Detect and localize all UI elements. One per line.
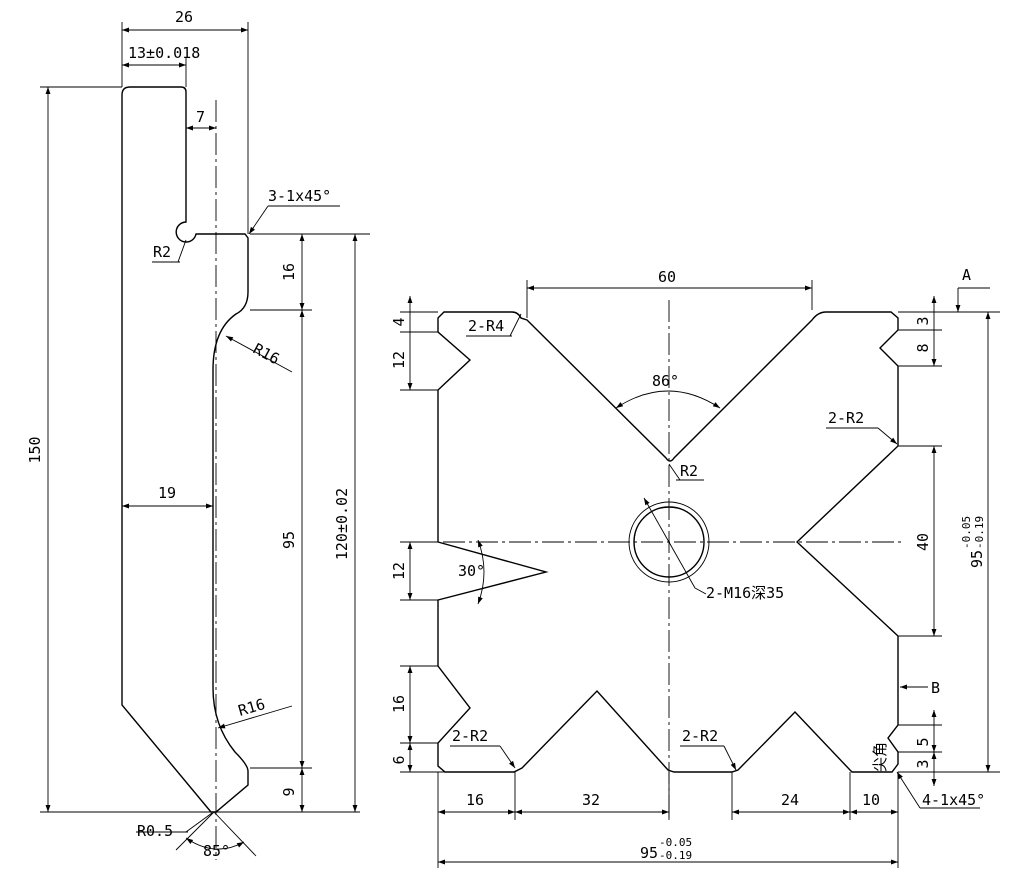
overall-95-lower: -0.19 — [659, 849, 692, 862]
dim-24: 24 — [781, 791, 799, 809]
dim-13: 13±0.018 — [128, 44, 200, 62]
datum-a: A — [962, 266, 971, 284]
dim-95-right: 95 — [968, 550, 986, 568]
dim-10: 10 — [862, 791, 880, 809]
dim-32: 32 — [582, 791, 600, 809]
overall-95: 95 — [640, 844, 658, 862]
dim-26: 26 — [175, 8, 193, 26]
die-outline — [437, 311, 899, 773]
radius-2r2-bottom-mid: 2-R2 — [682, 727, 718, 745]
angle-86: 86° — [652, 372, 679, 390]
angle-85: 85° — [203, 842, 230, 860]
chamfer-callout: 3-1x45° — [268, 187, 331, 205]
tapped-hole-inner — [633, 506, 705, 578]
overall-95-upper: -0.05 — [659, 836, 692, 849]
right-view: 2-M16深35 60 A 2-R4 4 12 3 8 86° — [390, 266, 1000, 868]
radius-2r4: 2-R4 — [468, 317, 504, 335]
dim-150: 150 — [26, 436, 44, 463]
dim-4: 4 — [390, 317, 408, 326]
radius-2r2-right: 2-R2 — [828, 409, 864, 427]
radius-2r2-bottom-left: 2-R2 — [452, 727, 488, 745]
dim-12-top: 12 — [390, 351, 408, 369]
dim-5: 5 — [914, 737, 932, 746]
dim-95: 95 — [280, 531, 298, 549]
dim-16-left: 16 — [390, 695, 408, 713]
left-view: 26 13±0.018 7 3-1x45° R2 16 R16 150 19 — [26, 8, 370, 860]
radius-r2-vee: R2 — [680, 462, 698, 480]
sharp-corner-note: 尖角 — [871, 742, 889, 772]
dim-120: 120±0.02 — [333, 488, 351, 560]
dim-9: 9 — [280, 787, 298, 796]
dim-19: 19 — [158, 484, 176, 502]
radius-r16-bottom: R16 — [236, 695, 267, 720]
dim-3-top: 3 — [914, 316, 932, 325]
dim-6: 6 — [390, 755, 408, 764]
dim-7: 7 — [196, 108, 205, 126]
punch-outline — [121, 86, 249, 813]
thread-callout: 2-M16深35 — [706, 584, 784, 602]
angle-30: 30° — [458, 562, 485, 580]
dim-3-bottom: 3 — [914, 759, 932, 768]
dim-8: 8 — [914, 343, 932, 352]
radius-r2: R2 — [153, 243, 171, 261]
dim-95-right-upper: -0.05 — [960, 516, 973, 549]
dim-40: 40 — [914, 533, 932, 551]
view-b: B — [931, 679, 940, 697]
dim-12-mid: 12 — [390, 562, 408, 580]
chamfer-4-callout: 4-1x45° — [922, 791, 985, 809]
dim-95-right-lower: -0.19 — [973, 516, 986, 549]
radius-r05: R0.5 — [137, 822, 173, 840]
dim-60: 60 — [658, 268, 676, 286]
tapped-hole-outer — [628, 501, 710, 583]
dim-16: 16 — [280, 263, 298, 281]
dim-16-bottom: 16 — [466, 791, 484, 809]
